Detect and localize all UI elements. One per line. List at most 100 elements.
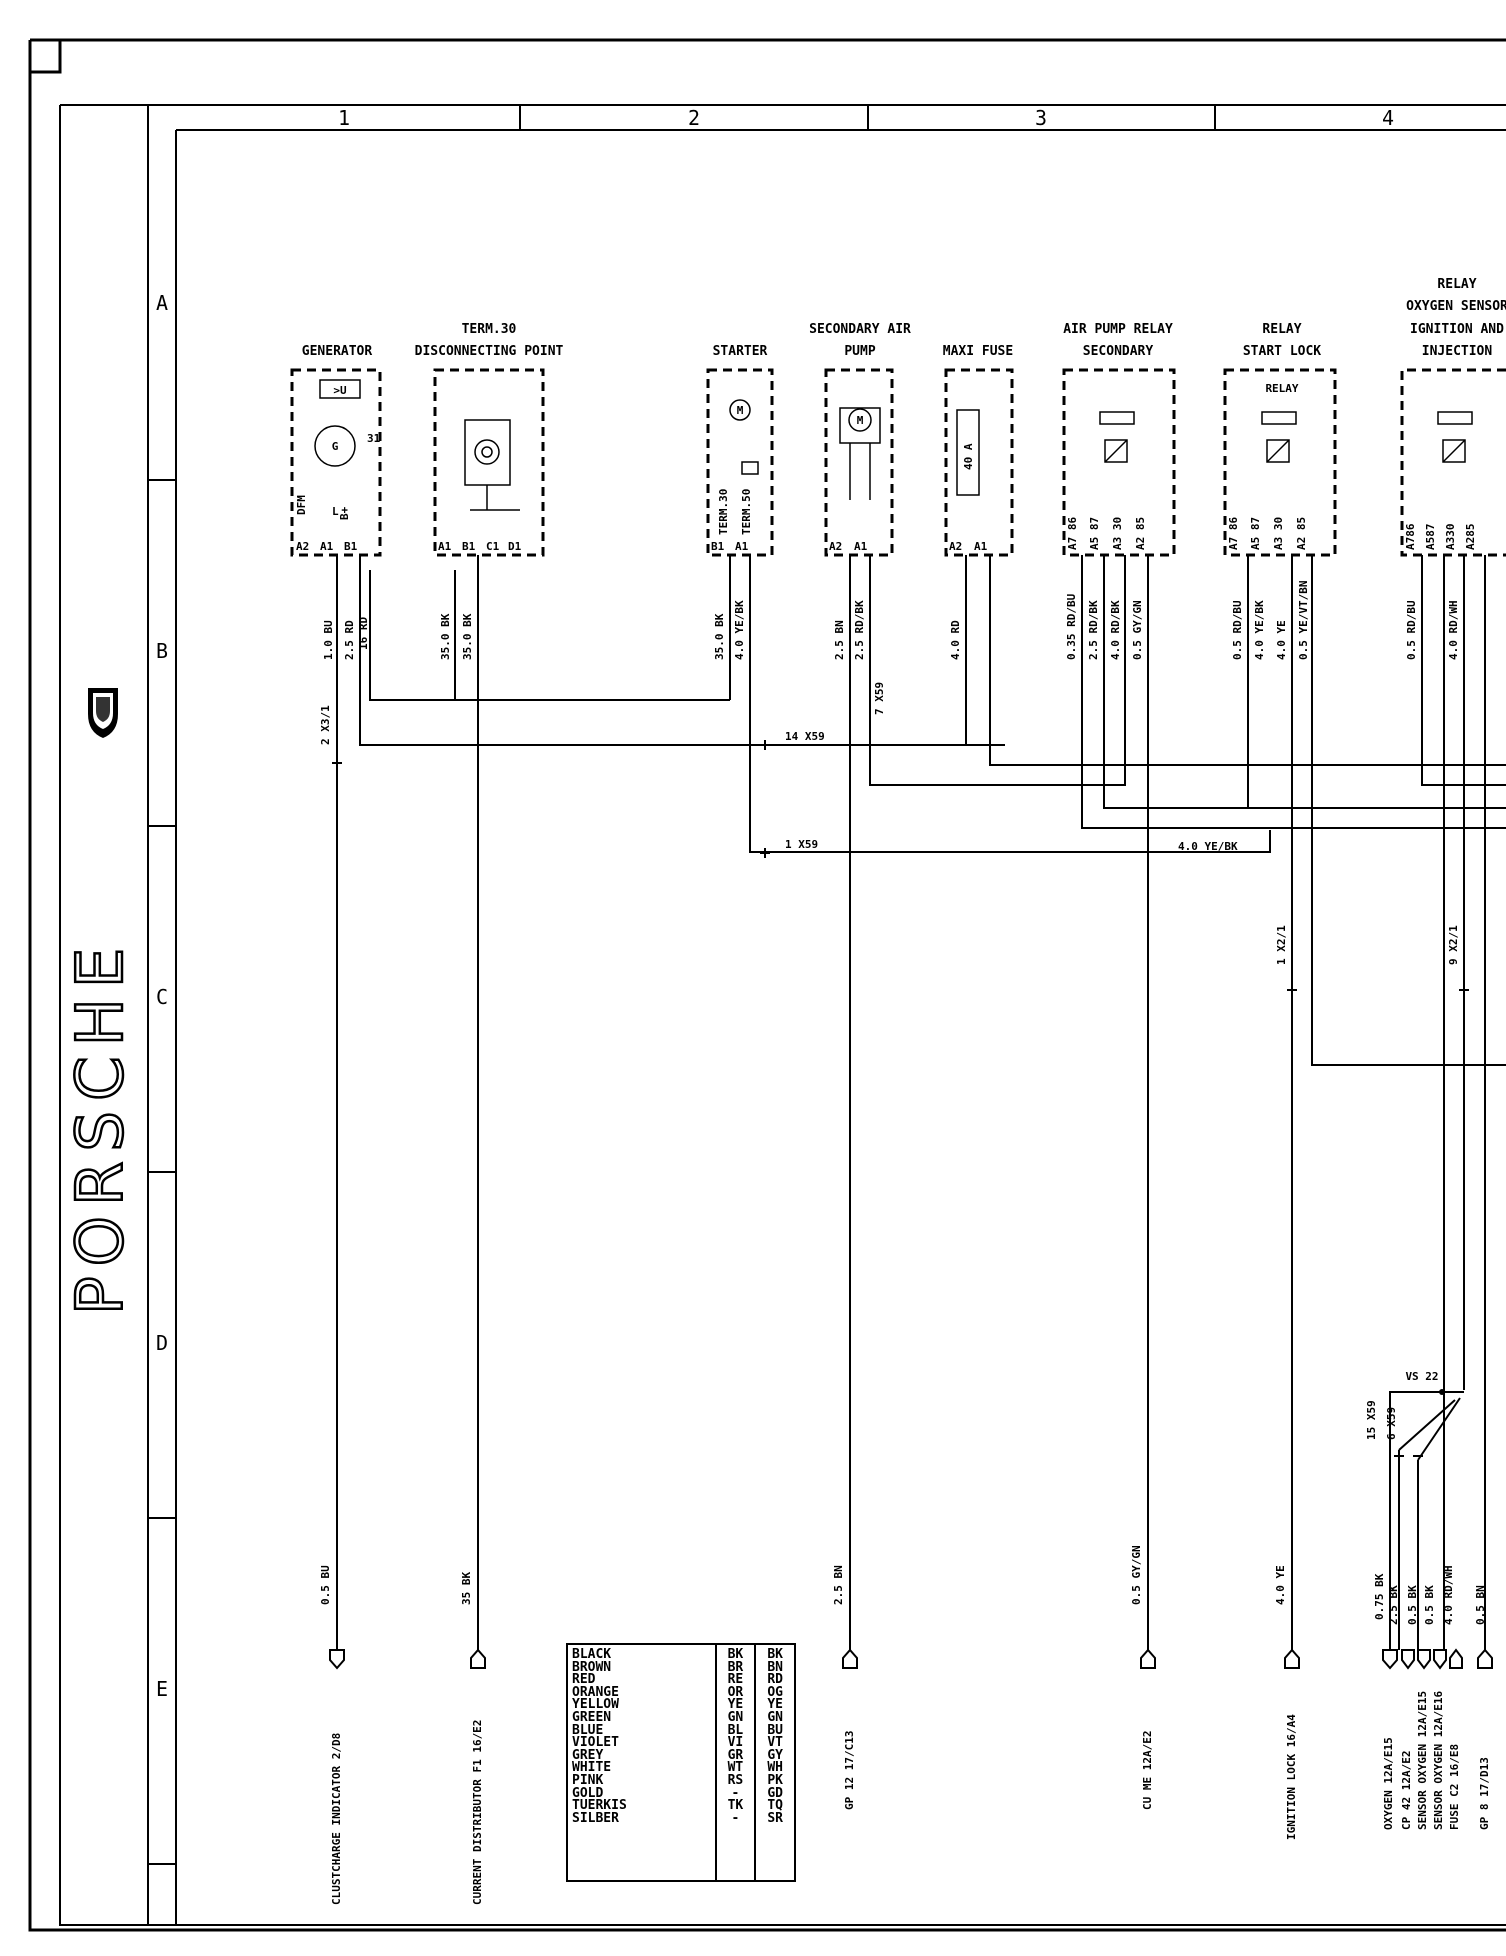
svg-text:2.5 BK: 2.5 BK bbox=[1387, 1585, 1400, 1625]
legend-code-en: GY bbox=[767, 1747, 783, 1763]
svg-text:A2: A2 bbox=[949, 540, 962, 553]
legend-code-de: BR bbox=[727, 1659, 744, 1675]
starter: STARTER M TERM.30 TERM.50 B1 A1 bbox=[706, 344, 774, 557]
svg-text:L: L bbox=[332, 505, 339, 518]
svg-text:A786: A786 bbox=[1404, 523, 1417, 550]
grid-col-3: 3 bbox=[1035, 106, 1047, 130]
svg-text:A7 86: A7 86 bbox=[1066, 517, 1079, 550]
porsche-crest-icon bbox=[88, 688, 118, 738]
svg-text:1 X2/1: 1 X2/1 bbox=[1275, 925, 1288, 965]
svg-text:9 X2/1: 9 X2/1 bbox=[1447, 925, 1460, 965]
svg-text:0.5 YE/VT/BN: 0.5 YE/VT/BN bbox=[1297, 581, 1310, 660]
svg-text:31: 31 bbox=[367, 432, 381, 445]
svg-text:15 X59: 15 X59 bbox=[1365, 1400, 1378, 1440]
svg-text:GENERATOR: GENERATOR bbox=[302, 344, 373, 359]
legend-code-en: BU bbox=[767, 1722, 783, 1738]
svg-text:16 RD: 16 RD bbox=[357, 617, 370, 650]
svg-text:B1: B1 bbox=[462, 540, 476, 553]
svg-text:35.0 BK: 35.0 BK bbox=[461, 613, 474, 660]
legend-color-name: VIOLET bbox=[572, 1735, 619, 1751]
legend-code-en: BK bbox=[767, 1647, 783, 1662]
svg-text:TERM.30: TERM.30 bbox=[462, 322, 517, 337]
svg-text:0.5 GY/GN: 0.5 GY/GN bbox=[1130, 1545, 1143, 1605]
svg-text:TERM.30: TERM.30 bbox=[717, 489, 730, 535]
svg-text:A1: A1 bbox=[735, 540, 749, 553]
svg-text:IGNITION LOCK 16/A4: IGNITION LOCK 16/A4 bbox=[1285, 1714, 1298, 1840]
svg-text:RELAY: RELAY bbox=[1437, 277, 1476, 292]
relay-oxygen-sensor: RELAY OXYGEN SENSOR IGNITION AND INJECTI… bbox=[1400, 277, 1506, 557]
legend-color-name: BLUE bbox=[572, 1722, 604, 1738]
svg-text:A2: A2 bbox=[829, 540, 842, 553]
svg-text:RELAY: RELAY bbox=[1265, 382, 1298, 395]
legend-code-en: OG bbox=[767, 1684, 783, 1700]
svg-text:2.5 BN: 2.5 BN bbox=[833, 620, 846, 660]
legend-color-name: GREY bbox=[572, 1747, 604, 1763]
svg-text:SECONDARY: SECONDARY bbox=[1083, 344, 1154, 359]
legend-code-de: GR bbox=[727, 1747, 744, 1763]
legend-color-name: BLACK bbox=[572, 1647, 612, 1662]
grid-col-4: 4 bbox=[1382, 106, 1394, 130]
terminal-arrows bbox=[329, 1648, 1493, 1670]
svg-text:OXYGEN SENSOR: OXYGEN SENSOR bbox=[1406, 299, 1506, 314]
svg-text:A587: A587 bbox=[1424, 524, 1437, 551]
svg-text:A3 30: A3 30 bbox=[1111, 517, 1124, 550]
legend-code-en: RD bbox=[767, 1672, 783, 1688]
svg-text:2.5 RD: 2.5 RD bbox=[343, 620, 356, 660]
bottom-wire-labels: 0.5 BU 35 BK 2.5 BN 0.5 GY/GN 4.0 YE 0.7… bbox=[319, 1545, 1487, 1625]
svg-text:4.0 YE: 4.0 YE bbox=[1275, 620, 1288, 660]
svg-text:A330: A330 bbox=[1444, 524, 1457, 551]
svg-text:7 X59: 7 X59 bbox=[873, 682, 886, 715]
air-pump-relay: AIR PUMP RELAY SECONDARY A7 86 A5 87 A3 … bbox=[1062, 322, 1176, 557]
legend-code-en: PK bbox=[767, 1772, 783, 1788]
svg-text:PUMP: PUMP bbox=[844, 344, 875, 359]
legend-code-de: BL bbox=[727, 1722, 744, 1738]
legend-code-de: TK bbox=[727, 1798, 744, 1814]
svg-text:AIR PUMP RELAY: AIR PUMP RELAY bbox=[1063, 322, 1173, 337]
svg-text:CU ME 12A/E2: CU ME 12A/E2 bbox=[1141, 1731, 1154, 1810]
svg-text:4.0 RD/BK: 4.0 RD/BK bbox=[1109, 600, 1122, 660]
svg-text:0.5 BU: 0.5 BU bbox=[319, 1565, 332, 1605]
legend-code-de: YE bbox=[727, 1697, 744, 1713]
svg-text:4.0 RD: 4.0 RD bbox=[949, 620, 962, 660]
legend-code-de: RS bbox=[727, 1772, 744, 1788]
svg-text:A3 30: A3 30 bbox=[1272, 517, 1285, 550]
legend-code-en: VT bbox=[767, 1735, 783, 1751]
svg-text:START LOCK: START LOCK bbox=[1243, 344, 1321, 359]
svg-text:1.0 BU: 1.0 BU bbox=[322, 620, 335, 660]
svg-text:G: G bbox=[332, 440, 339, 453]
svg-text:40 A: 40 A bbox=[962, 443, 975, 470]
svg-text:0.5 BK: 0.5 BK bbox=[1406, 1585, 1419, 1625]
brand-wordmark: PORSCHE bbox=[64, 938, 138, 1315]
svg-text:MAXI FUSE: MAXI FUSE bbox=[943, 344, 1013, 359]
svg-text:0.75 BK: 0.75 BK bbox=[1373, 1573, 1386, 1620]
svg-text:A5 87: A5 87 bbox=[1088, 517, 1101, 550]
svg-text:OXYGEN 12A/E15: OXYGEN 12A/E15 bbox=[1382, 1737, 1395, 1830]
generator: GENERATOR >U G 31 DFM L B+ A2 A1 B1 bbox=[290, 344, 382, 557]
svg-text:GP 12 17/C13: GP 12 17/C13 bbox=[843, 1731, 856, 1810]
legend-code-en: WH bbox=[767, 1760, 783, 1776]
legend-code-de: VI bbox=[727, 1735, 744, 1751]
legend-code-en: YE bbox=[767, 1697, 783, 1713]
svg-text:0.5 RD/BU: 0.5 RD/BU bbox=[1405, 600, 1418, 660]
svg-text:GP 8 17/D13: GP 8 17/D13 bbox=[1478, 1757, 1491, 1830]
svg-text:A1: A1 bbox=[438, 540, 452, 553]
svg-text:4.0 RD/WH: 4.0 RD/WH bbox=[1447, 600, 1460, 660]
svg-text:CLUSTCHARGE INDICATOR 2/D8: CLUSTCHARGE INDICATOR 2/D8 bbox=[330, 1733, 343, 1905]
page-frame bbox=[28, 38, 1506, 1932]
svg-text:4.0 YE/BK: 4.0 YE/BK bbox=[733, 600, 746, 660]
legend-code-en: SR bbox=[767, 1810, 783, 1826]
svg-text:DFM: DFM bbox=[295, 495, 308, 515]
legend-color-name: GOLD bbox=[572, 1785, 604, 1801]
svg-text:DISCONNECTING POINT: DISCONNECTING POINT bbox=[415, 344, 564, 359]
wire-lines bbox=[336, 555, 1506, 1650]
legend-code-de: GN bbox=[727, 1709, 744, 1725]
svg-text:SENSOR OXYGEN 12A/E15: SENSOR OXYGEN 12A/E15 bbox=[1416, 1691, 1429, 1830]
legend-code-en: GN bbox=[767, 1709, 783, 1725]
secondary-air-pump: SECONDARY AIR PUMP M A2 A1 bbox=[809, 322, 911, 557]
legend-code-de: WT bbox=[727, 1760, 744, 1776]
